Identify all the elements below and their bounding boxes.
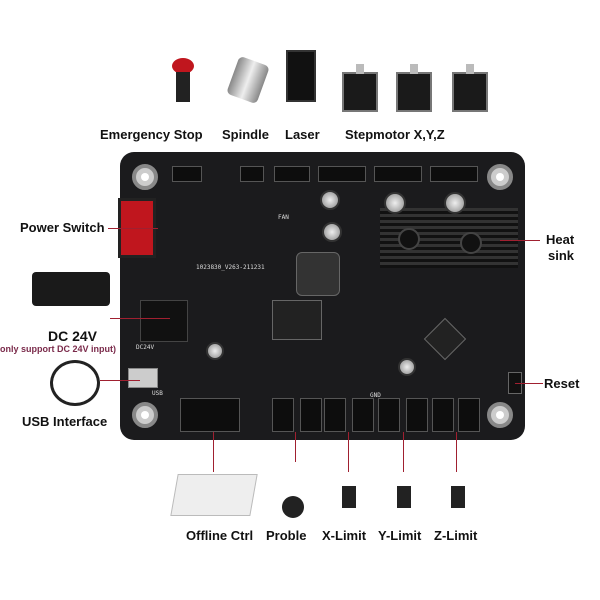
laser-image [286,50,316,102]
stepmotor-y-image [396,64,432,112]
usb-cable-image [50,360,100,406]
label-dc24v-note: only support DC 24V input) [0,344,116,354]
dc-jack [140,300,188,342]
probe-image [282,496,304,518]
buzzer [460,232,482,254]
leader-reset [515,383,543,384]
connector-spindle [240,166,264,182]
stepmotor-x-image [342,64,378,112]
y-limit-switch-image [397,486,411,508]
capacitor [320,190,340,210]
mounting-hole [487,164,513,190]
spindle-image [226,55,270,105]
leader-heat-sink [500,240,540,241]
connector-z-limit-1 [432,398,454,432]
connector-z-limit-2 [458,398,480,432]
silk-fan: FAN [278,214,289,221]
stepmotor-z-image [452,64,488,112]
connector-x-limit-2 [352,398,374,432]
z-limit-switch-image [451,486,465,508]
capacitor [384,192,406,214]
mounting-hole [487,402,513,428]
leader-probe [295,432,296,462]
label-offline-ctrl: Offline Ctrl [186,528,254,543]
mounting-hole [132,164,158,190]
label-y-limit: Y-Limit [378,528,422,543]
inductor [296,252,340,296]
x-limit-switch-image [342,486,356,508]
label-x-limit: X-Limit [322,528,367,543]
connector-x-limit-1 [324,398,346,432]
connector-y-limit-2 [406,398,428,432]
label-heat-sink-2: sink [548,248,575,263]
connector-stepmotor-x [318,166,366,182]
capacitor [322,222,342,242]
silk-usb: USB [152,390,163,397]
silk-dc: DC24V [136,344,155,351]
capacitor [398,358,416,376]
leader-power-switch [108,228,158,229]
connector-probe-2 [300,398,322,432]
connector-offline [180,398,240,432]
silk-gnd: GND [370,392,381,399]
connector-laser [274,166,310,182]
leader-y-limit [403,432,404,472]
usb-port[interactable] [128,368,158,388]
emergency-stop-button-image [172,58,194,74]
leader-z-limit [456,432,457,472]
mounting-hole [132,402,158,428]
connector-y-limit-1 [378,398,400,432]
power-adapter-image [32,272,110,306]
label-z-limit: Z-Limit [434,528,478,543]
connector-probe-1 [272,398,294,432]
label-reset: Reset [544,376,580,391]
label-laser: Laser [285,127,320,142]
label-heat-sink-1: Heat [546,232,575,247]
leader-x-limit [348,432,349,472]
connector-emergency-stop [172,166,202,182]
leader-dc24v [110,318,170,319]
label-dc24v: DC 24V [48,328,98,344]
capacitor [444,192,466,214]
offline-controller-image [170,474,258,516]
regulator-chip [272,300,322,340]
leader-offline [213,432,214,472]
label-emergency-stop: Emergency Stop [100,127,203,142]
label-proble: Proble [266,528,307,543]
silk-version: 1023830_V263-211231 [196,264,265,271]
label-usb-interface: USB Interface [22,414,108,429]
label-power-switch: Power Switch [20,220,105,235]
capacitor [206,342,224,360]
connector-stepmotor-y [374,166,422,182]
buzzer [398,228,420,250]
label-spindle: Spindle [222,127,269,142]
label-stepmotor: Stepmotor X,Y,Z [345,127,445,142]
emergency-stop-body-image [176,72,190,102]
leader-usb [100,380,140,381]
connector-stepmotor-z [430,166,478,182]
